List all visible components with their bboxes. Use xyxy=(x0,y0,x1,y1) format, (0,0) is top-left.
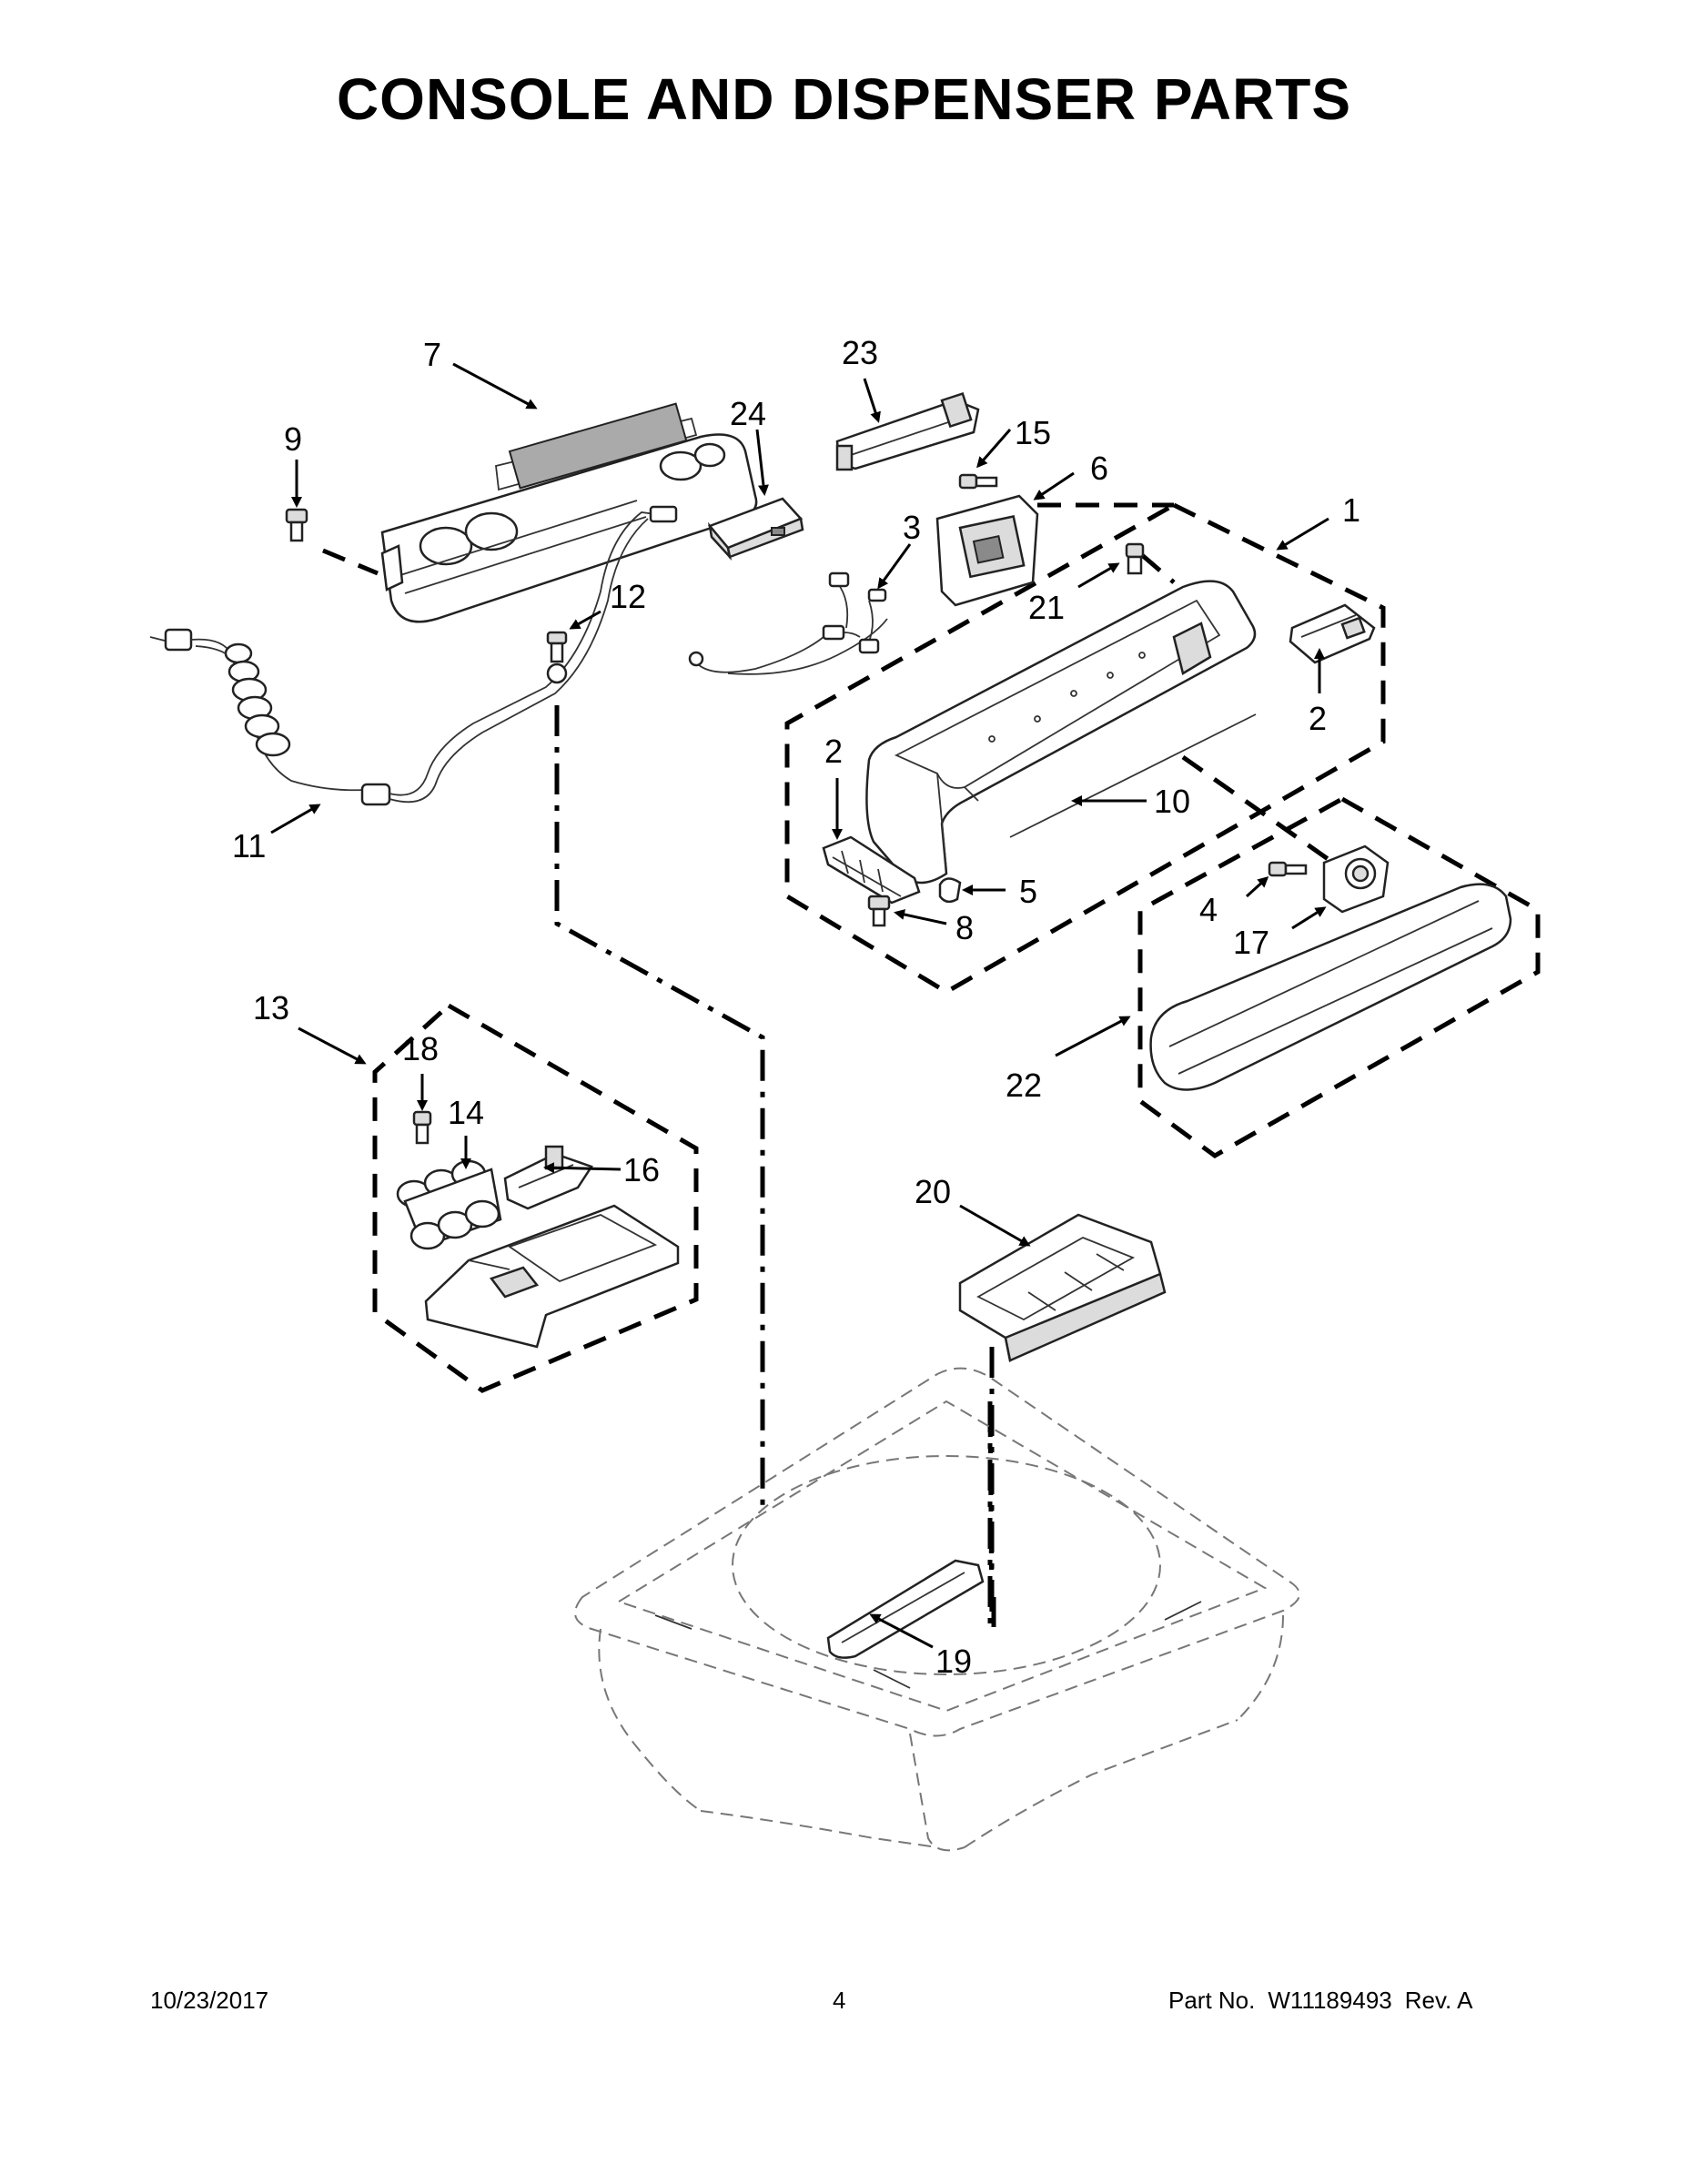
assembly-13-boundary xyxy=(372,1002,699,1393)
footer-part-info: Part No. W11189493 Rev. A xyxy=(1168,1987,1485,2015)
leader-21 xyxy=(1077,562,1120,589)
screw-15 xyxy=(958,473,998,490)
bracket-16 xyxy=(503,1145,593,1210)
page-title: CONSOLE AND DISPENSER PARTS xyxy=(336,66,1352,132)
screw-18 xyxy=(412,1110,432,1145)
callout-5: 5 xyxy=(1019,873,1037,910)
callout-2b: 2 xyxy=(1309,700,1327,737)
clip-5 xyxy=(938,877,962,904)
leader-12 xyxy=(569,610,601,630)
leader-1 xyxy=(1276,517,1329,551)
leader-23 xyxy=(863,378,881,423)
cover-19 xyxy=(826,1559,985,1659)
leader-24 xyxy=(755,429,769,496)
callout-3: 3 xyxy=(903,509,921,546)
callout-12: 12 xyxy=(610,578,646,615)
leader-7 xyxy=(452,362,538,410)
callout-19: 19 xyxy=(935,1643,972,1680)
water-valve-14 xyxy=(396,1159,502,1250)
control-board-24 xyxy=(707,497,804,561)
callout-23: 23 xyxy=(842,334,878,371)
end-cap-2-left xyxy=(822,835,921,905)
leader-20 xyxy=(959,1204,1031,1247)
knob-17 xyxy=(1322,844,1390,914)
screw-21-dash xyxy=(1140,553,1176,584)
rear-panel-7 xyxy=(380,402,758,623)
leader-17 xyxy=(1291,906,1327,930)
callout-9: 9 xyxy=(284,420,302,458)
leader-15 xyxy=(976,429,1012,469)
screw-21 xyxy=(1125,542,1145,575)
leader-6 xyxy=(1033,471,1075,500)
console-left-dash xyxy=(322,548,379,576)
callout-20: 20 xyxy=(915,1173,951,1210)
base-right-line xyxy=(987,1405,995,1621)
screw-8 xyxy=(867,895,891,927)
callout-13: 13 xyxy=(253,989,289,1026)
callout-24: 24 xyxy=(730,395,766,432)
screw-9 xyxy=(285,508,308,542)
callout-18: 18 xyxy=(402,1030,439,1067)
lid-22 xyxy=(1149,883,1512,1091)
callout-10: 10 xyxy=(1154,783,1190,820)
console-1 xyxy=(865,580,1257,885)
leader-19 xyxy=(869,1613,934,1649)
callout-14: 14 xyxy=(448,1094,484,1131)
footer-revision: Rev. A xyxy=(1404,1987,1473,2014)
dispenser-housing xyxy=(424,1204,680,1349)
footer-part-number: W11189493 xyxy=(1268,1987,1392,2014)
ui-board-6 xyxy=(935,494,1039,607)
callout-6: 6 xyxy=(1090,450,1108,487)
leader-8 xyxy=(894,909,947,925)
footer-page-number: 4 xyxy=(833,1987,846,2014)
callout-7: 7 xyxy=(423,336,441,373)
callout-22: 22 xyxy=(1006,1067,1042,1104)
callout-1: 1 xyxy=(1342,491,1360,529)
footer-part-label: Part No. xyxy=(1168,1987,1256,2014)
callout-11: 11 xyxy=(232,827,266,864)
leader-13 xyxy=(298,1026,367,1065)
assembly-22-boundary xyxy=(1137,796,1541,1158)
callout-16: 16 xyxy=(623,1151,660,1188)
leader-22 xyxy=(1055,1016,1131,1057)
callout-8: 8 xyxy=(955,909,974,946)
end-cap-2-right xyxy=(1289,603,1376,664)
trim-strip-10 xyxy=(1009,713,1257,838)
bracket-23 xyxy=(835,392,980,471)
screw-4 xyxy=(1268,861,1308,877)
callout-4: 4 xyxy=(1199,891,1218,928)
callout-17: 17 xyxy=(1233,924,1269,961)
callout-21: 21 xyxy=(1028,589,1065,626)
callout-2a: 2 xyxy=(824,733,843,770)
leader-16 xyxy=(543,1162,622,1174)
wire-harness-3 xyxy=(688,571,888,675)
leader-3 xyxy=(877,543,912,590)
washer-top xyxy=(574,1367,1300,1852)
leader-4 xyxy=(1245,875,1269,898)
footer-date: 10/23/2017 xyxy=(150,1987,269,2014)
ground-wire-line xyxy=(554,705,765,1509)
console-to-knob-line xyxy=(1181,754,1344,872)
assembly-1-boundary xyxy=(784,502,1386,995)
leader-11 xyxy=(270,804,321,834)
callout-15: 15 xyxy=(1015,414,1051,451)
screw-12 xyxy=(546,631,568,684)
power-cord-11 xyxy=(149,505,678,806)
dispenser-drawer-20 xyxy=(958,1213,1167,1362)
